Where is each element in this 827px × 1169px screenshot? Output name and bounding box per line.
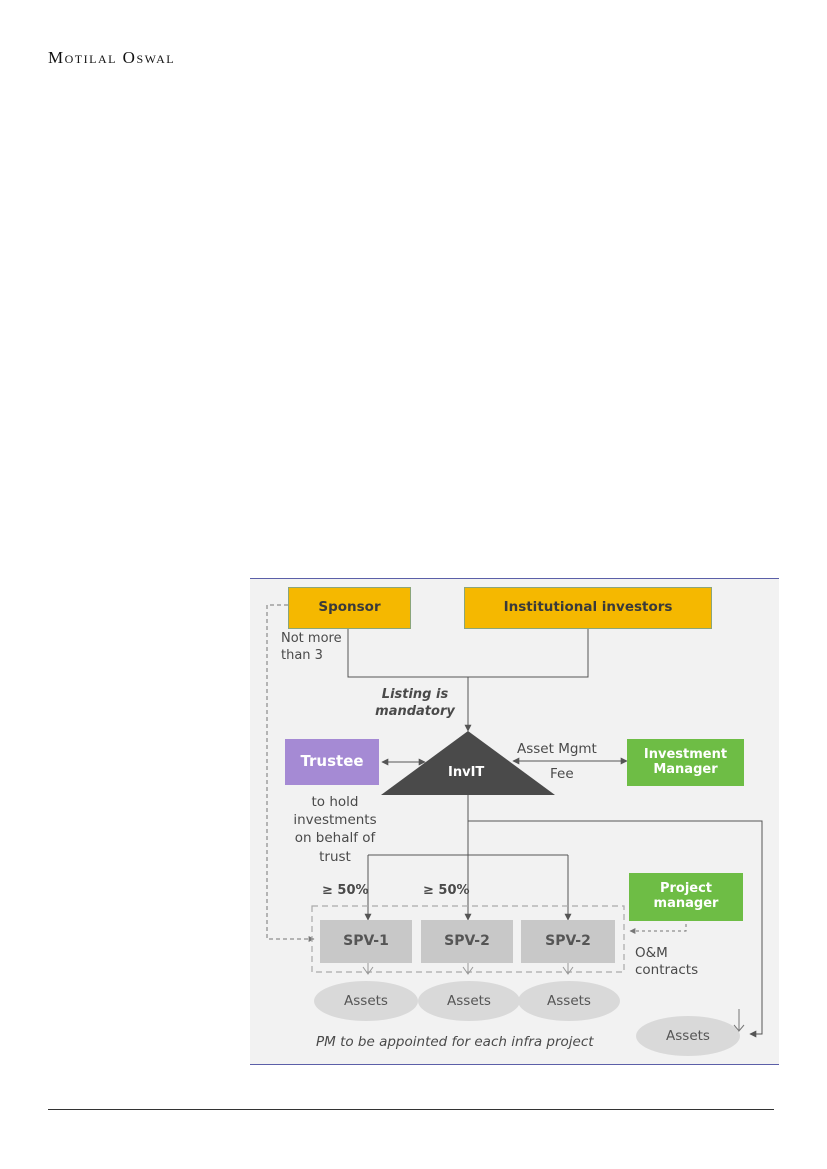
invit-structure-diagram: Sponsor Institutional investors Not more…	[250, 578, 779, 1065]
sponsor-connector	[347, 629, 468, 678]
institutional-investors-box: Institutional investors	[464, 587, 712, 629]
sponsor-limit-note: Not more than 3	[281, 631, 342, 663]
om-contracts-label: O&M contracts	[635, 945, 699, 978]
project-manager-box: Project manager	[629, 873, 743, 921]
invit-triangle	[381, 731, 555, 795]
assets-ellipse-1: Assets	[314, 981, 418, 1021]
diagram-connectors	[266, 604, 763, 1038]
trustee-box: Trustee	[285, 739, 379, 785]
investors-connector	[468, 629, 589, 678]
spv-1-box: SPV-1	[320, 920, 412, 963]
direct-assets-connector	[468, 820, 763, 1038]
assets-ellipse-4: Assets	[636, 1016, 740, 1056]
spv2-share-label: ≥ 50%	[423, 883, 470, 898]
sponsor-spv-dashed	[266, 604, 315, 942]
sponsor-box: Sponsor	[288, 587, 411, 629]
footer-rule	[48, 1109, 774, 1110]
trustee-note: to hold investments on behalf of trust	[293, 794, 377, 865]
assets-ellipse-2: Assets	[418, 981, 520, 1021]
page-edge-top	[0, 0, 827, 10]
fee-label: Fee	[550, 766, 574, 782]
spv-3-box: SPV-2	[521, 920, 615, 963]
brand-logo: Motilal Oswal	[48, 48, 176, 67]
invit-label: InvIT	[448, 765, 485, 780]
trustee-label: Trustee	[300, 752, 364, 771]
spv-2-box: SPV-2	[421, 920, 513, 963]
investment-manager-box: Investment Manager	[627, 739, 744, 786]
spv1-share-label: ≥ 50%	[322, 883, 369, 898]
institutional-investors-label: Institutional investors	[503, 599, 673, 616]
listing-note: Listing is mandatory	[375, 687, 455, 719]
pm-note: PM to be appointed for each infra projec…	[316, 1034, 594, 1050]
asset-mgmt-label: Asset Mgmt	[517, 741, 597, 757]
sponsor-label: Sponsor	[318, 599, 381, 616]
assets-ellipse-3: Assets	[518, 981, 620, 1021]
